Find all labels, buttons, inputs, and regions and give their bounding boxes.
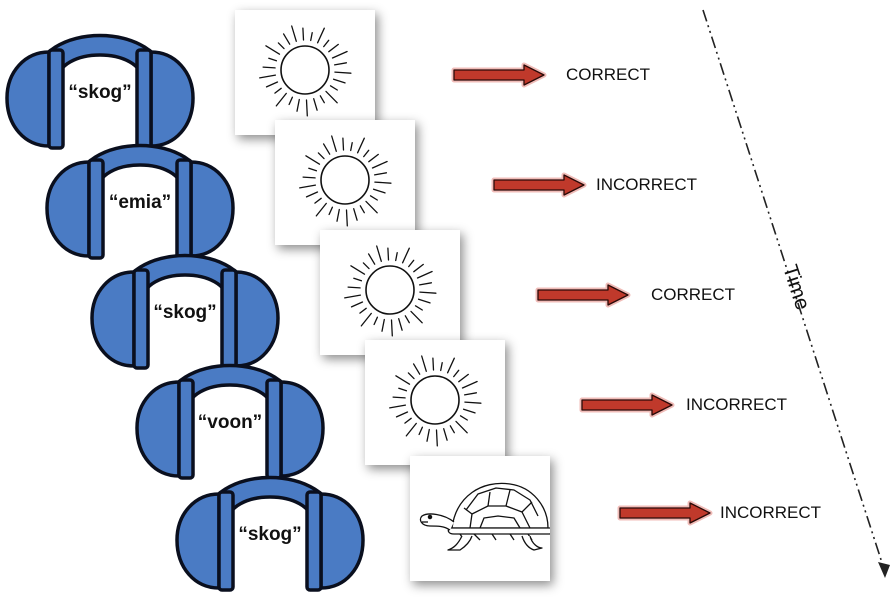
picture-card-sun — [320, 230, 460, 355]
headphones-icon: “skog” — [5, 10, 195, 160]
spoken-word: “skog” — [68, 82, 132, 103]
trial-result: INCORRECT — [720, 503, 822, 522]
trial-result: CORRECT — [651, 285, 736, 304]
spoken-word: “skog” — [153, 302, 217, 323]
headphones-icon: “emia” — [45, 120, 235, 270]
trial-result: INCORRECT — [686, 395, 788, 414]
picture-card-sun — [275, 120, 415, 245]
arrow-icon — [451, 62, 552, 88]
arrow-icon — [535, 282, 636, 308]
spoken-word: “voon” — [197, 412, 263, 433]
arrow-icon — [617, 500, 718, 526]
sun-icon — [344, 245, 437, 337]
sun-icon — [299, 135, 392, 227]
spoken-word: “emia” — [108, 192, 172, 213]
sun-icon — [259, 25, 352, 117]
picture-card-sun — [365, 340, 505, 465]
picture-card-sun — [235, 10, 375, 135]
headphones-icon: “skog” — [90, 230, 280, 380]
trial-result: CORRECT — [566, 65, 651, 84]
trial-result: INCORRECT — [596, 175, 698, 194]
headphones-icon: “skog” — [175, 452, 365, 602]
headphones-icon: “voon” — [135, 340, 325, 490]
sun-icon — [389, 355, 482, 447]
turtle-icon — [419, 482, 550, 551]
picture-card-turtle — [410, 456, 550, 581]
arrow-icon — [491, 172, 592, 198]
spoken-word: “skog” — [238, 524, 302, 545]
arrow-icon — [579, 392, 680, 418]
